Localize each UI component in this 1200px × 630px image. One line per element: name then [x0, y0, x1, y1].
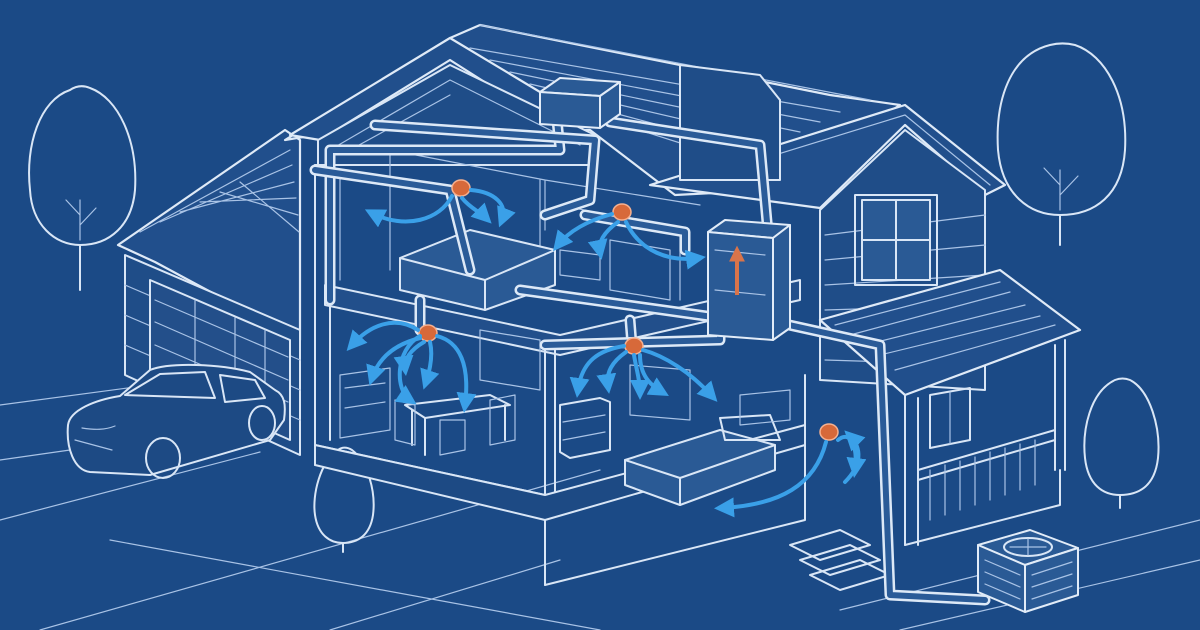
- upper-floor-furniture: [399, 229, 671, 311]
- vent-icon: [612, 203, 632, 221]
- tree-icon: [313, 446, 375, 553]
- vent-icon: [451, 179, 471, 197]
- airflow-arrow-icon: [394, 334, 422, 405]
- airflow-arrow-icon: [420, 340, 440, 390]
- porch: [818, 268, 1082, 546]
- airflow-arrow-icon: [624, 220, 706, 270]
- airflow-arrow-icon: [638, 353, 669, 397]
- airflow-arrow-icon: [435, 334, 477, 413]
- dining-furniture: [339, 329, 541, 456]
- vent-icon: [819, 423, 839, 441]
- airflow-arrow-icon: [569, 344, 626, 398]
- bedroom-furniture: [559, 364, 791, 506]
- tree-icon: [996, 42, 1127, 246]
- car-icon: [66, 363, 286, 479]
- airflow-arrow-icon: [393, 340, 426, 376]
- airflow-arrow-icon: [364, 194, 454, 228]
- ac-condenser-icon: [977, 529, 1079, 613]
- airflow-arrow-icon: [460, 196, 492, 224]
- air-handler-icon: [539, 77, 621, 129]
- airflow-arrow-icon: [587, 220, 620, 260]
- airflow-arrow-icon: [629, 353, 650, 400]
- airflow-arrows: [346, 188, 867, 518]
- airflow-arrow-icon: [552, 212, 614, 252]
- airflow-arrow-icon: [469, 188, 516, 228]
- airflow-arrow-icon: [596, 350, 628, 394]
- airflow-arrow-icon: [714, 440, 828, 518]
- furnace-unit: [707, 219, 791, 341]
- airflow-arrow-icon: [641, 348, 718, 402]
- tree-icon: [28, 85, 137, 291]
- tree-icon: [1083, 377, 1160, 509]
- airflow-arrow-icon: [843, 430, 866, 484]
- airflow-arrow-icon: [346, 320, 420, 351]
- vent-icon: [418, 324, 438, 342]
